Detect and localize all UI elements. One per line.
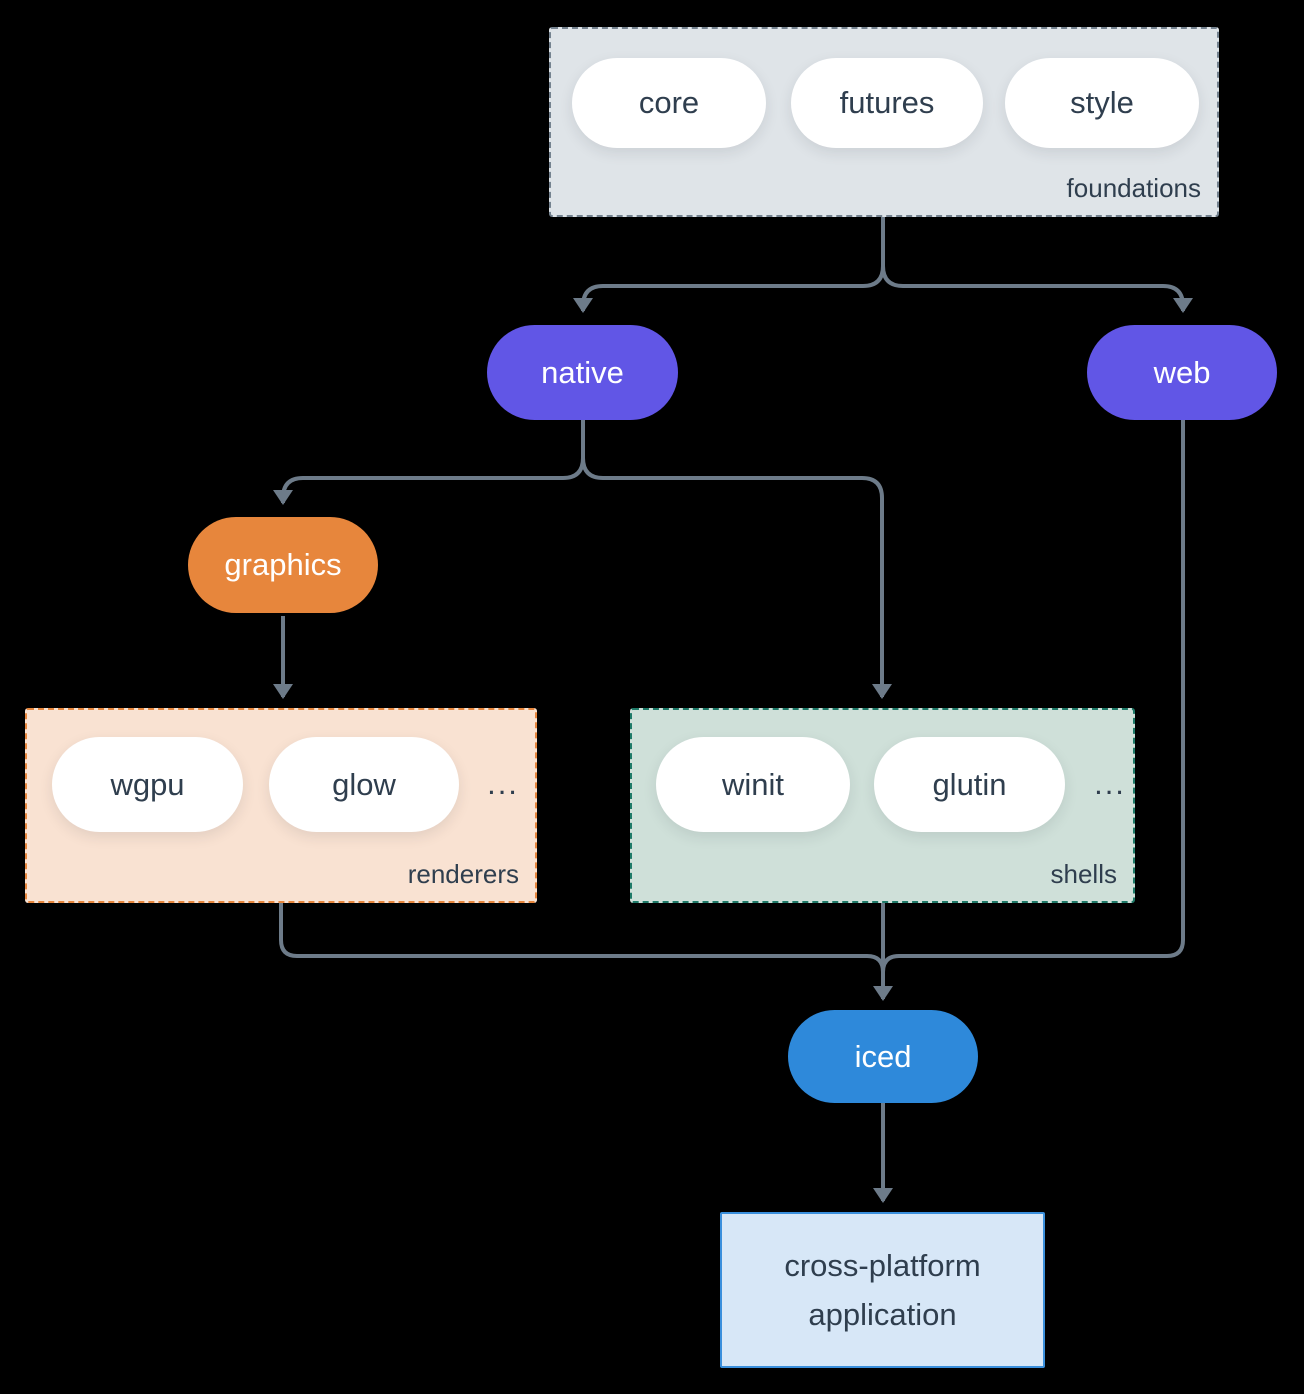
app-label-line1: cross-platform [784,1248,981,1283]
group-foundations: core futures style foundations [549,27,1219,217]
group-renderers: wgpu glow ... renderers [25,708,537,903]
shells-ellipsis: ... [1094,766,1126,801]
node-wgpu: wgpu [52,737,243,832]
node-cross-platform-application: cross-platform application [720,1212,1045,1368]
group-shells: winit glutin ... shells [630,708,1135,903]
node-core: core [572,58,766,148]
node-web: web [1087,325,1277,420]
node-glow: glow [269,737,459,832]
group-label-renderers: renderers [407,859,519,889]
renderers-ellipsis: ... [487,766,519,801]
edge-renderers-iced [279,903,885,973]
node-glutin: glutin [874,737,1065,832]
edge-foundations-web [881,265,1193,313]
group-label-shells: shells [1050,859,1117,889]
node-graphics: graphics [188,517,378,613]
app-label-line2: application [808,1297,957,1332]
node-winit: winit [656,737,850,832]
edge-native-shells [581,457,892,699]
edge-foundations-native [573,217,885,313]
node-style: style [1005,58,1199,148]
node-iced: iced [788,1010,978,1103]
edge-native-graphics [273,420,585,505]
group-label-foundations: foundations [1066,173,1201,203]
node-native: native [487,325,678,420]
node-futures: futures [791,58,983,148]
